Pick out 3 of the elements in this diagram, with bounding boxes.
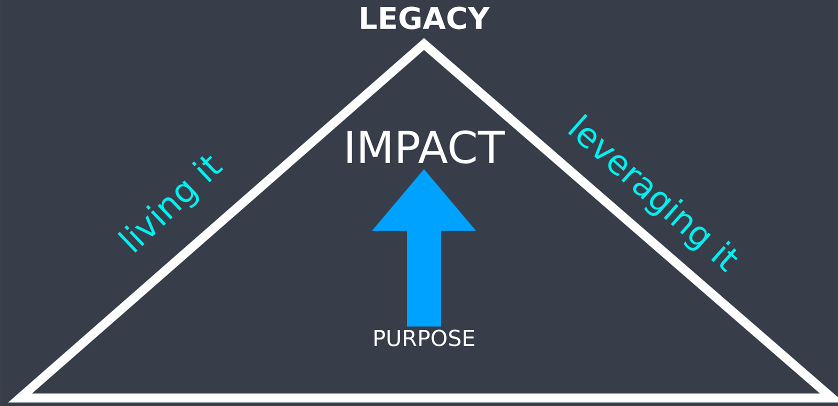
node-text: IMPACT <box>348 130 505 164</box>
heading: LEGACY <box>361 6 490 30</box>
node-text: PURPOSE <box>374 330 474 346</box>
